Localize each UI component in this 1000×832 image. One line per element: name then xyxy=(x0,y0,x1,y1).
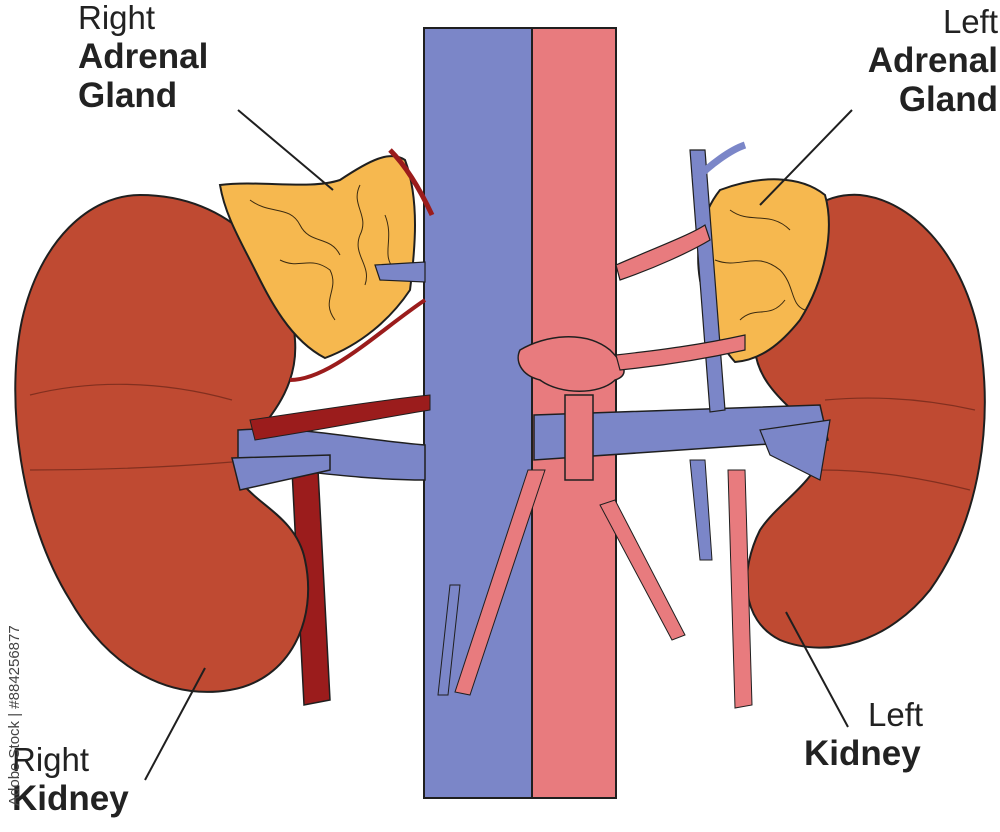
right-adrenal-label-line1: Right xyxy=(78,0,156,36)
left-adrenal-label: Left Adrenal Gland xyxy=(867,3,998,120)
left-renal-vein-branch xyxy=(759,419,831,481)
celiac-trunk xyxy=(517,336,625,392)
right-adrenal-label-line2: Adrenal xyxy=(78,36,209,76)
superior-mesenteric-artery xyxy=(564,394,594,481)
right-adrenal-label: Right Adrenal Gland xyxy=(78,0,208,115)
right-kidney-leader xyxy=(144,667,206,781)
left-kidney-label: Left Kidney xyxy=(804,696,924,773)
stock-watermark: Adobe Stock | #884256877 xyxy=(2,610,26,810)
right-adrenal-gland xyxy=(218,155,416,360)
right-adrenal-leader xyxy=(237,109,334,191)
left-renal-artery xyxy=(615,224,711,281)
left-kidney-leader xyxy=(785,611,849,728)
left-adrenal-vein-top xyxy=(692,141,747,183)
right-adrenal-artery xyxy=(388,148,435,217)
right-kidney-line-2 xyxy=(29,461,233,471)
left-ureter-like-vessel xyxy=(727,469,753,709)
left-adrenal-leader xyxy=(759,109,853,206)
left-adrenal-label-line3: Gland xyxy=(898,80,998,120)
right-kidney-label-line2: Kidney xyxy=(12,778,129,818)
right-adrenal-vein xyxy=(374,261,426,283)
left-gonadal-vein xyxy=(689,459,713,561)
right-kidney-label: Right Kidney xyxy=(12,741,129,818)
left-adrenal-label-line1: Left xyxy=(942,3,998,40)
left-gonadal-artery xyxy=(599,499,686,641)
left-adrenal-artery xyxy=(615,334,746,371)
right-adrenal-artery-2 xyxy=(289,298,427,382)
right-gonadal-vein-lower xyxy=(437,584,461,696)
left-adrenal-texture xyxy=(714,209,806,321)
right-adrenal-texture xyxy=(249,184,396,321)
left-kidney-label-line1: Left xyxy=(868,696,924,733)
left-kidney-line xyxy=(824,397,976,411)
right-gonadal-artery-lower xyxy=(454,469,546,696)
stock-watermark-text: Adobe Stock | #884256877 xyxy=(6,625,23,806)
right-renal-artery xyxy=(249,394,431,441)
left-adrenal-label-line2: Adrenal xyxy=(867,40,998,80)
right-kidney-line xyxy=(29,383,233,401)
right-adrenal-label-line3: Gland xyxy=(78,76,178,116)
right-kidney-label-line1: Right xyxy=(12,741,90,778)
right-kidney xyxy=(14,193,310,693)
left-kidney-line-2 xyxy=(819,469,971,491)
right-renal-vein-branch xyxy=(231,454,331,491)
left-kidney-label-line2: Kidney xyxy=(804,733,921,773)
